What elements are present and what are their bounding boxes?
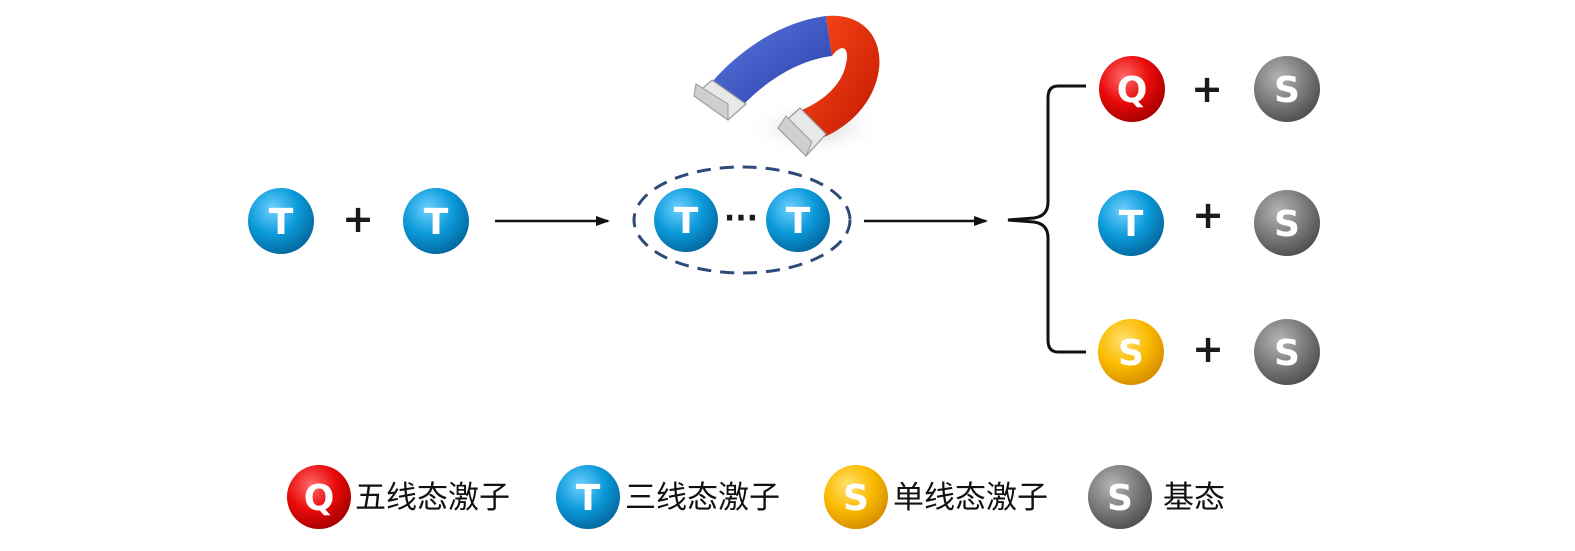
particle-letter: T bbox=[424, 202, 449, 243]
plus-sign: + bbox=[342, 197, 374, 241]
singlet-swatch bbox=[824, 465, 888, 529]
particle-letter: S bbox=[1118, 333, 1144, 374]
pair-triplet-2: T bbox=[766, 188, 830, 252]
singlet-circle bbox=[1098, 319, 1164, 385]
legend-item-triplet: T 三线态激子 bbox=[556, 465, 780, 529]
particle-letter: S bbox=[1274, 70, 1300, 111]
magnet-south-arm bbox=[802, 15, 880, 138]
quintet-circle bbox=[1099, 56, 1165, 122]
plus-sign: + bbox=[1192, 327, 1224, 371]
ground-state-swatch bbox=[1088, 465, 1152, 529]
product-ground-state-1: S bbox=[1254, 56, 1320, 122]
legend-item-quintet: Q 五线态激子 bbox=[287, 465, 510, 529]
triplet-circle bbox=[654, 188, 718, 252]
legend-label: 五线态激子 bbox=[355, 480, 510, 516]
particle-letter: S bbox=[1274, 204, 1300, 245]
product-singlet: S bbox=[1098, 319, 1164, 385]
pair-dots: ··· bbox=[724, 201, 758, 236]
legend-letter: Q bbox=[304, 478, 335, 519]
legend: Q 五线态激子 T 三线态激子 S 单线态激子 S 基态 bbox=[287, 465, 1225, 529]
legend-letter: T bbox=[576, 478, 601, 519]
reactant-triplet-1: T bbox=[248, 188, 314, 254]
pair-triplet-1: T bbox=[654, 188, 718, 252]
triplet-circle bbox=[1098, 190, 1164, 256]
reactant-triplet-2: T bbox=[403, 188, 469, 254]
particle-letter: T bbox=[269, 202, 294, 243]
legend-label: 三线态激子 bbox=[625, 480, 780, 516]
triplet-circle bbox=[403, 188, 469, 254]
ground-state-circle bbox=[1254, 190, 1320, 256]
legend-label: 基态 bbox=[1163, 480, 1225, 516]
product-triplet: T bbox=[1098, 190, 1164, 256]
legend-letter: S bbox=[1107, 478, 1133, 519]
product-brace bbox=[1007, 84, 1086, 354]
triplet-circle bbox=[766, 188, 830, 252]
particle-letter: Q bbox=[1117, 70, 1148, 111]
quintet-swatch bbox=[287, 465, 351, 529]
magnet-pole-face bbox=[693, 83, 729, 121]
plus-sign: + bbox=[1192, 193, 1224, 237]
ground-state-circle bbox=[1254, 319, 1320, 385]
magnet-pole-face bbox=[777, 115, 813, 157]
legend-label: 单线态激子 bbox=[893, 480, 1048, 516]
product-quintet: Q bbox=[1099, 56, 1165, 122]
particle-letter: T bbox=[786, 201, 811, 242]
legend-item-singlet: S 单线态激子 bbox=[824, 465, 1048, 529]
particle-letter: T bbox=[1119, 204, 1144, 245]
ground-state-circle bbox=[1254, 56, 1320, 122]
plus-sign: + bbox=[1191, 67, 1223, 111]
magnet-north-arm bbox=[712, 16, 832, 104]
triplet-swatch bbox=[556, 465, 620, 529]
horseshoe-magnet-icon bbox=[693, 15, 885, 157]
triplet-pair-boundary bbox=[632, 165, 852, 275]
triplet-circle bbox=[248, 188, 314, 254]
product-ground-state-3: S bbox=[1254, 319, 1320, 385]
legend-item-ground-state: S 基态 bbox=[1088, 465, 1225, 529]
product-ground-state-2: S bbox=[1254, 190, 1320, 256]
particle-letter: S bbox=[1274, 333, 1300, 374]
particle-letter: T bbox=[674, 201, 699, 242]
legend-letter: S bbox=[843, 478, 869, 519]
